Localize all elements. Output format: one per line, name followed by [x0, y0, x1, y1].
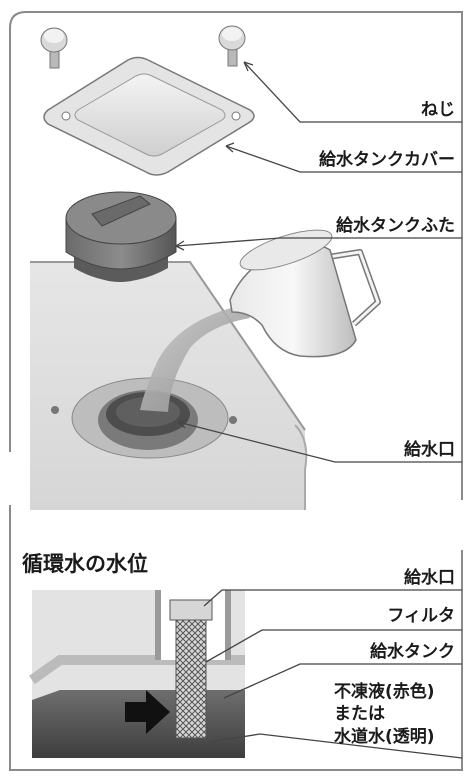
pitcher — [229, 229, 381, 358]
label-liquid-line2: または — [334, 704, 385, 724]
label-screw: ねじ — [421, 100, 455, 120]
label-tank-lid: 給水タンクふた — [336, 216, 455, 236]
tank-lid — [65, 191, 177, 282]
label-tank-cover: 給水タンクカバー — [319, 150, 455, 170]
screw-right — [218, 25, 246, 67]
label-filter: フィルタ — [387, 606, 455, 626]
leader-screw — [243, 61, 462, 123]
leader-cover — [225, 145, 462, 173]
upper-frame — [9, 11, 463, 500]
flow-arrow — [125, 690, 170, 734]
label-inlet-section: 給水口 — [404, 568, 455, 588]
tank-cover — [43, 56, 255, 176]
label-tank: 給水タンク — [370, 642, 455, 662]
label-liquid-line1: 不凍液(赤色) — [334, 682, 435, 702]
leader-inlet — [177, 421, 462, 463]
water-stream — [140, 305, 250, 412]
section-title: 循環水の水位 — [22, 552, 148, 576]
label-liquid-line3: 水道水(透明) — [334, 727, 435, 747]
screw-left — [40, 27, 68, 69]
label-inlet: 給水口 — [404, 440, 455, 460]
leader-lid — [175, 237, 462, 247]
lower-frame — [9, 505, 463, 771]
water-level-section — [29, 590, 245, 758]
